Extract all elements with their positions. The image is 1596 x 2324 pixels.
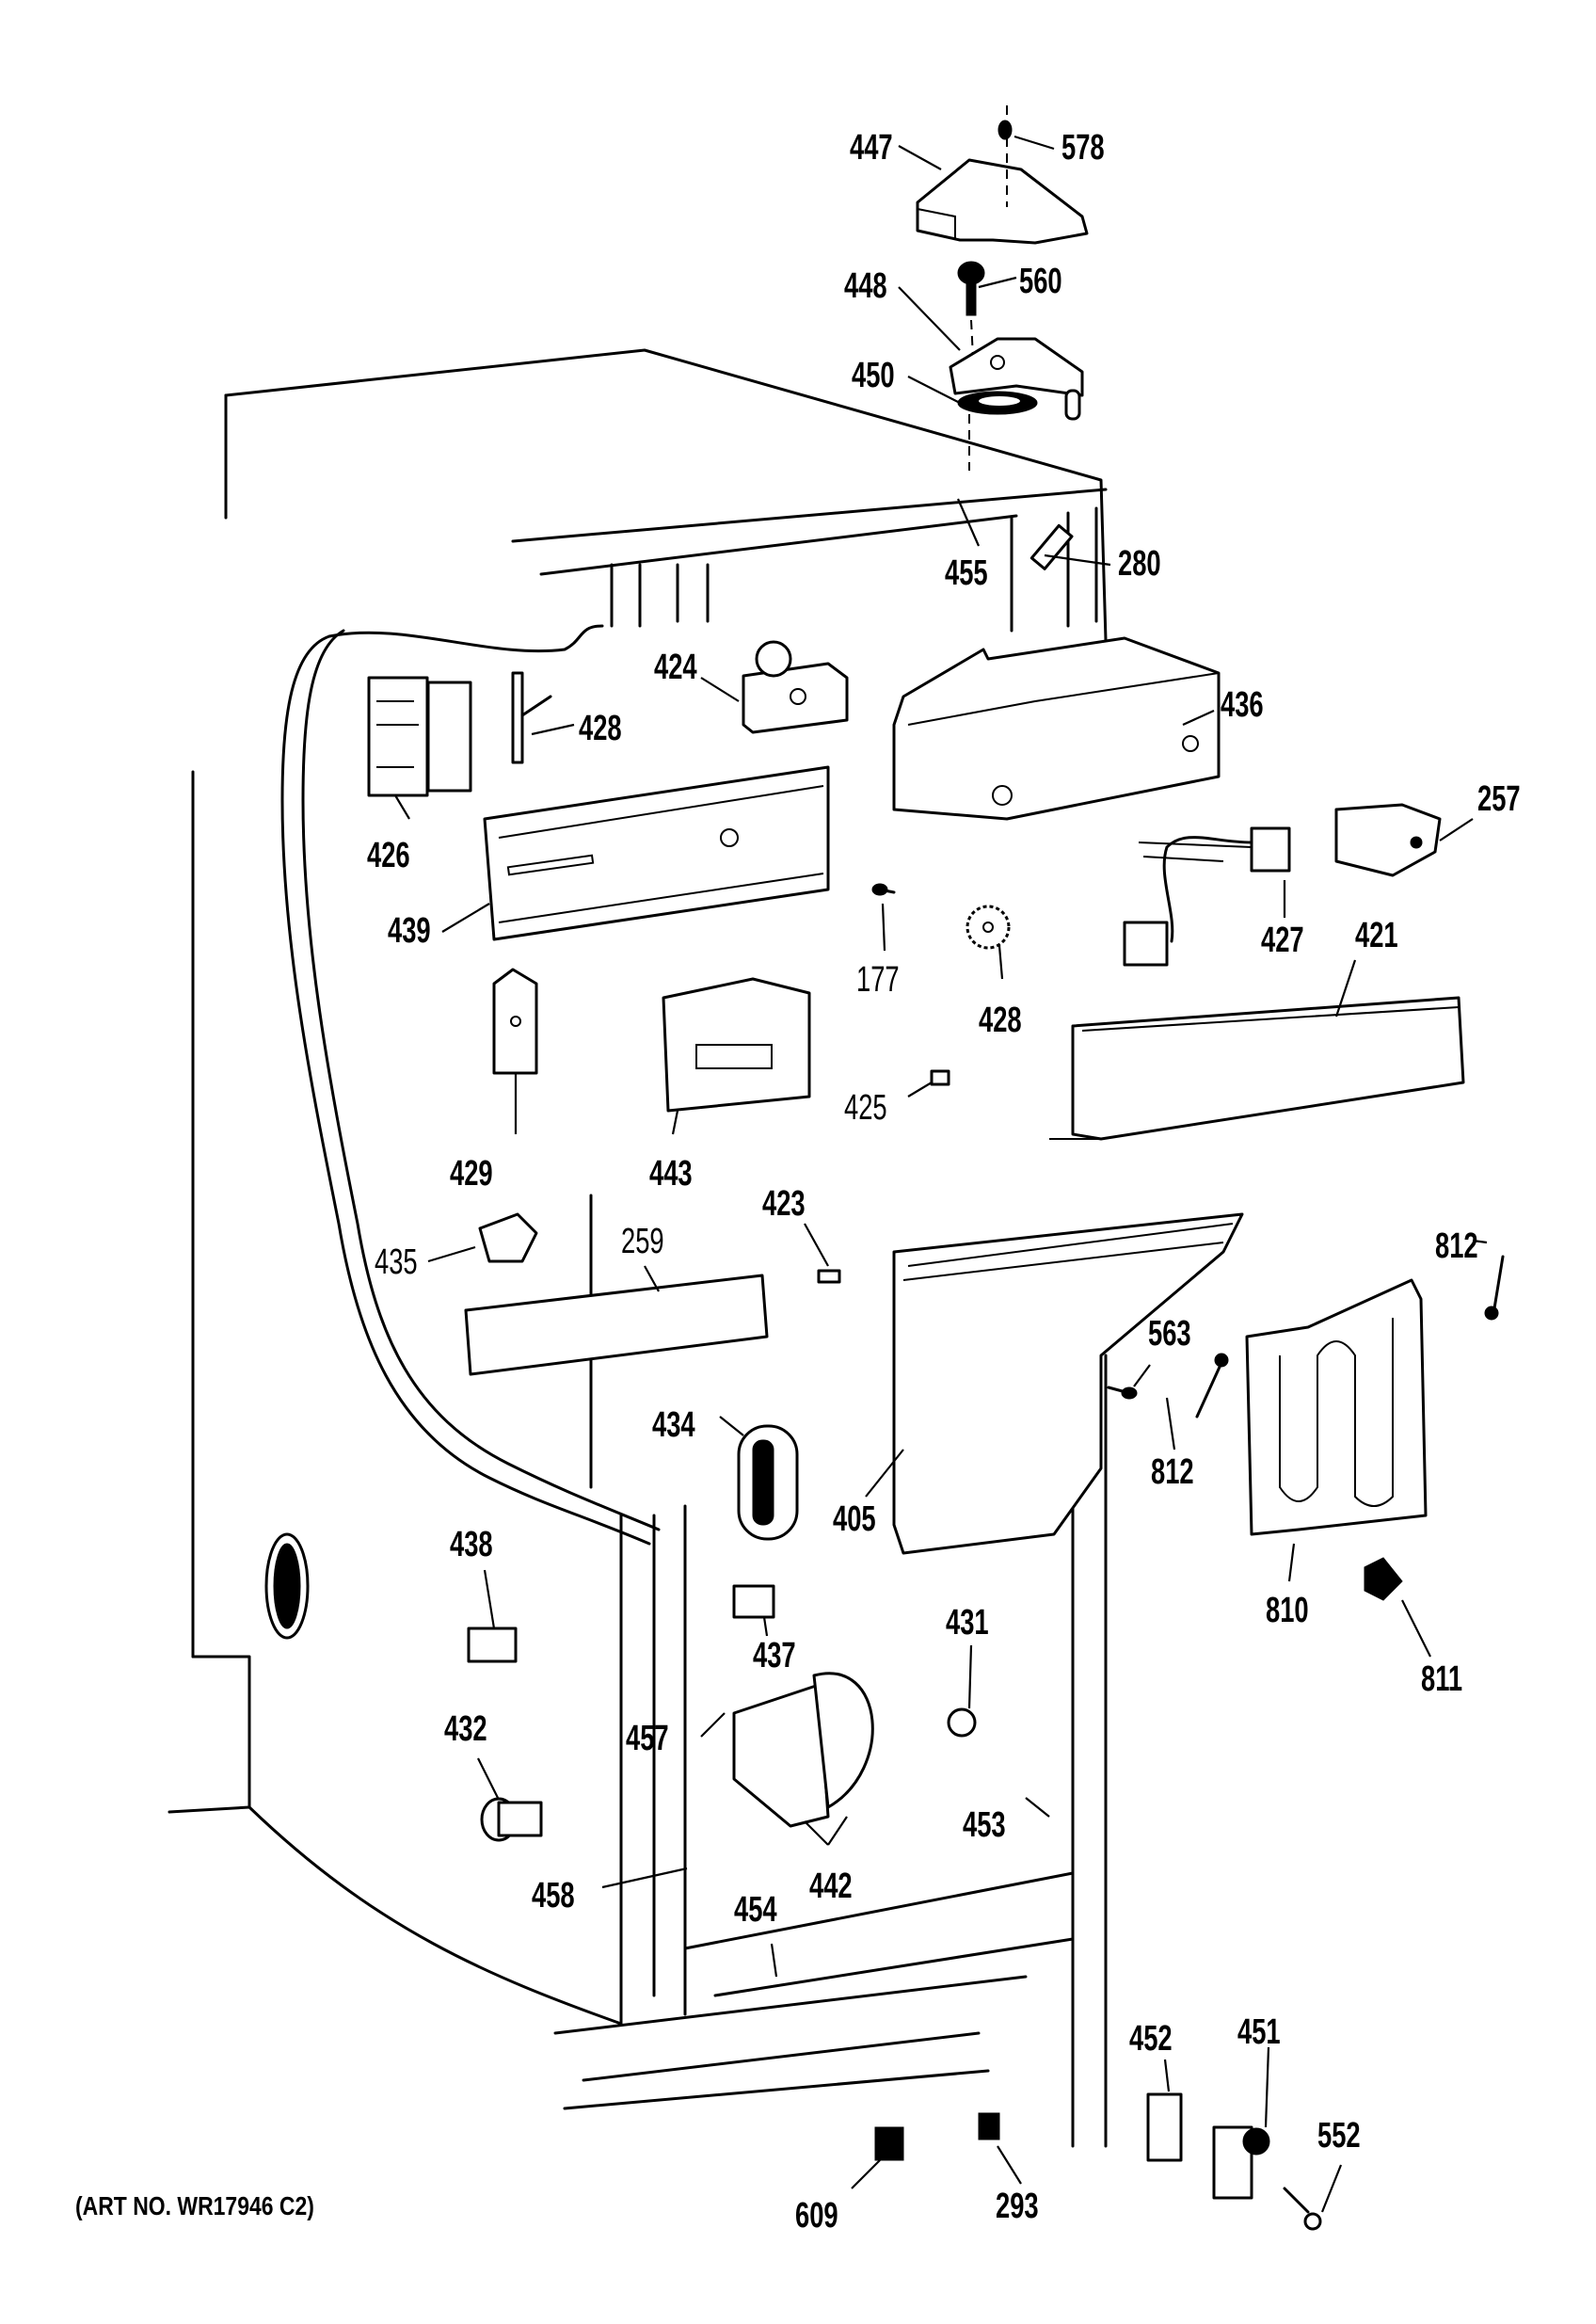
label-458: 458 [532,1876,575,1915]
part-428-gear[interactable] [966,905,1011,950]
label-437: 437 [753,1636,796,1675]
label-432: 432 [444,1709,487,1749]
label-436: 436 [1221,685,1264,725]
part-434-vent-grille[interactable] [737,1424,799,1541]
label-457: 457 [626,1719,669,1758]
part-259-channel-cover[interactable] [464,1274,769,1376]
label-812-left: 812 [1151,1452,1194,1492]
part-177-screw[interactable] [871,883,896,896]
label-578: 578 [1061,128,1105,168]
label-438: 438 [450,1525,493,1564]
label-424: 424 [654,648,697,687]
label-812-right: 812 [1435,1226,1478,1266]
part-429-bracket[interactable] [492,968,538,1075]
label-609: 609 [795,2196,838,2236]
label-425: 425 [844,1088,887,1128]
label-454: 454 [734,1890,777,1930]
art-number: (ART NO. WR17946 C2) [75,2191,314,2220]
part-423-lamp-socket[interactable] [817,1269,841,1284]
cabinet-outline [168,348,1108,2148]
label-426: 426 [367,836,410,875]
part-560-screw[interactable] [957,261,985,377]
part-578-screw[interactable] [998,105,1013,207]
part-428-bracket[interactable] [511,671,552,764]
part-439-mounting-channel[interactable] [483,765,830,941]
part-552-screw[interactable] [1283,2187,1322,2231]
label-552: 552 [1317,2116,1361,2156]
label-563: 563 [1148,1314,1191,1354]
label-451: 451 [1237,2012,1281,2052]
part-431-grommet[interactable] [947,1707,977,1738]
label-448: 448 [844,266,887,306]
label-810: 810 [1266,1591,1309,1630]
part-436-control-housing[interactable] [892,636,1221,821]
label-447: 447 [850,128,893,168]
part-447-hinge-cover[interactable] [916,158,1089,245]
part-443-mounting-plate[interactable] [662,977,811,1113]
label-450: 450 [852,356,895,395]
part-451-bottom-hinge[interactable] [1212,2125,1270,2200]
part-810-heater[interactable] [1245,1278,1428,1536]
part-442-damper-assembly[interactable] [732,1672,874,1828]
part-424-switch[interactable] [742,640,849,734]
part-438-cam[interactable] [467,1627,518,1663]
label-428-bracket: 428 [579,709,622,748]
part-427-wire-harness[interactable] [1123,826,1291,967]
part-812-wire-lead-left[interactable] [1195,1353,1229,1418]
part-425-knob[interactable] [930,1069,950,1086]
label-455: 455 [945,553,988,593]
part-450-hinge-shim[interactable] [957,391,1038,471]
part-437-stop[interactable] [732,1584,775,1619]
part-609-hinge-pin[interactable] [874,2126,904,2161]
part-426-switch-housing[interactable] [367,676,472,797]
part-811-thermostat[interactable] [1364,1557,1403,1601]
label-429: 429 [450,1154,493,1194]
part-812-wire-lead-right[interactable] [1484,1255,1505,1321]
part-293-door-stop[interactable] [978,2112,1000,2140]
label-257: 257 [1477,779,1521,819]
label-453: 453 [963,1805,1006,1845]
label-434: 434 [652,1405,695,1445]
label-259: 259 [621,1222,664,1261]
label-452: 452 [1129,2019,1173,2059]
label-423: 423 [762,1184,806,1224]
label-560: 560 [1019,262,1062,301]
label-442: 442 [809,1867,853,1906]
label-431: 431 [946,1603,989,1643]
label-443: 443 [649,1154,693,1194]
part-421-light-shield[interactable] [1049,996,1465,1141]
label-280: 280 [1118,544,1161,584]
label-405: 405 [833,1499,876,1539]
part-452-shim[interactable] [1146,2092,1183,2162]
part-448-top-hinge[interactable] [949,337,1084,421]
part-563-screw[interactable] [1107,1386,1138,1400]
part-280-clip[interactable] [1029,523,1074,570]
part-435-bumper[interactable] [478,1212,538,1263]
part-257-timer[interactable] [1334,803,1442,877]
label-428-gear: 428 [979,1001,1022,1040]
label-427: 427 [1261,921,1304,960]
label-435: 435 [375,1242,418,1282]
label-811: 811 [1421,1659,1463,1699]
leader-lines [394,135,1488,2213]
part-432-bushing[interactable] [480,1797,543,1842]
label-177: 177 [856,960,900,1000]
part-405-air-duct[interactable] [892,1212,1244,1555]
label-439: 439 [388,911,431,951]
label-293: 293 [996,2187,1039,2226]
label-421: 421 [1355,916,1398,955]
